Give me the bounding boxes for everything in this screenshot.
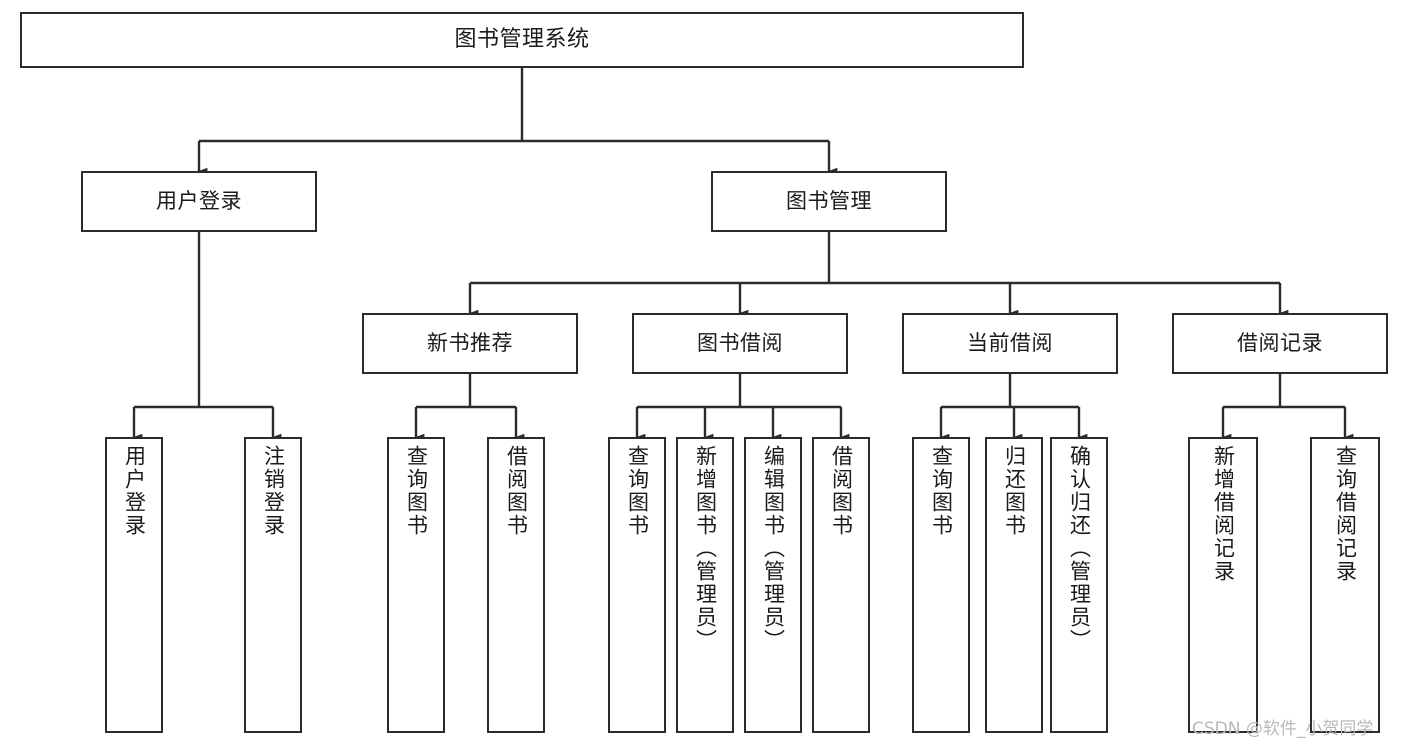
node-leaf-add-book[interactable]: 新增图书（管理员） xyxy=(676,437,734,733)
node-leaf-borrow-book-2[interactable]: 借阅图书 xyxy=(812,437,870,733)
node-label: 新增借阅记录 xyxy=(1211,445,1236,583)
node-user-login[interactable]: 用户登录 xyxy=(81,171,317,232)
node-label: 借阅记录 xyxy=(1237,330,1323,355)
node-label: 查询图书 xyxy=(625,445,650,537)
csdn-watermark: CSDN @软件_小贺同学 xyxy=(1192,719,1374,739)
node-label: 图书管理系统 xyxy=(454,26,590,52)
node-current-borrow[interactable]: 当前借阅 xyxy=(902,313,1118,374)
node-label: 查询图书 xyxy=(929,445,954,537)
node-leaf-query-record[interactable]: 查询借阅记录 xyxy=(1310,437,1380,733)
node-leaf-confirm-return[interactable]: 确认归还（管理员） xyxy=(1050,437,1108,733)
node-leaf-add-record[interactable]: 新增借阅记录 xyxy=(1188,437,1258,733)
node-label: 借阅图书 xyxy=(504,445,529,537)
node-label: 归还图书 xyxy=(1002,445,1027,537)
node-leaf-query-book-2[interactable]: 查询图书 xyxy=(608,437,666,733)
node-label: 注销登录 xyxy=(261,445,286,537)
node-label: 查询图书 xyxy=(404,445,429,537)
node-root-system[interactable]: 图书管理系统 xyxy=(20,12,1024,68)
node-book-borrow[interactable]: 图书借阅 xyxy=(632,313,848,374)
node-leaf-query-book-1[interactable]: 查询图书 xyxy=(387,437,445,733)
node-label: 当前借阅 xyxy=(967,330,1053,355)
node-leaf-edit-book[interactable]: 编辑图书（管理员） xyxy=(744,437,802,733)
node-label: 编辑图书（管理员） xyxy=(761,445,786,652)
node-leaf-user-login[interactable]: 用户登录 xyxy=(105,437,163,733)
node-label: 新增图书（管理员） xyxy=(693,445,718,652)
node-leaf-logout[interactable]: 注销登录 xyxy=(244,437,302,733)
node-label: 图书借阅 xyxy=(697,330,783,355)
node-book-manage[interactable]: 图书管理 xyxy=(711,171,947,232)
node-label: 图书管理 xyxy=(786,188,872,213)
node-borrow-record[interactable]: 借阅记录 xyxy=(1172,313,1388,374)
node-label: 用户登录 xyxy=(156,188,242,213)
node-label: 查询借阅记录 xyxy=(1333,445,1358,583)
node-label: 新书推荐 xyxy=(427,330,513,355)
node-label: 借阅图书 xyxy=(829,445,854,537)
node-leaf-borrow-book-1[interactable]: 借阅图书 xyxy=(487,437,545,733)
node-new-book-recommend[interactable]: 新书推荐 xyxy=(362,313,578,374)
node-leaf-return-book[interactable]: 归还图书 xyxy=(985,437,1043,733)
node-label: 确认归还（管理员） xyxy=(1067,445,1092,652)
node-leaf-query-book-3[interactable]: 查询图书 xyxy=(912,437,970,733)
node-label: 用户登录 xyxy=(122,445,147,537)
